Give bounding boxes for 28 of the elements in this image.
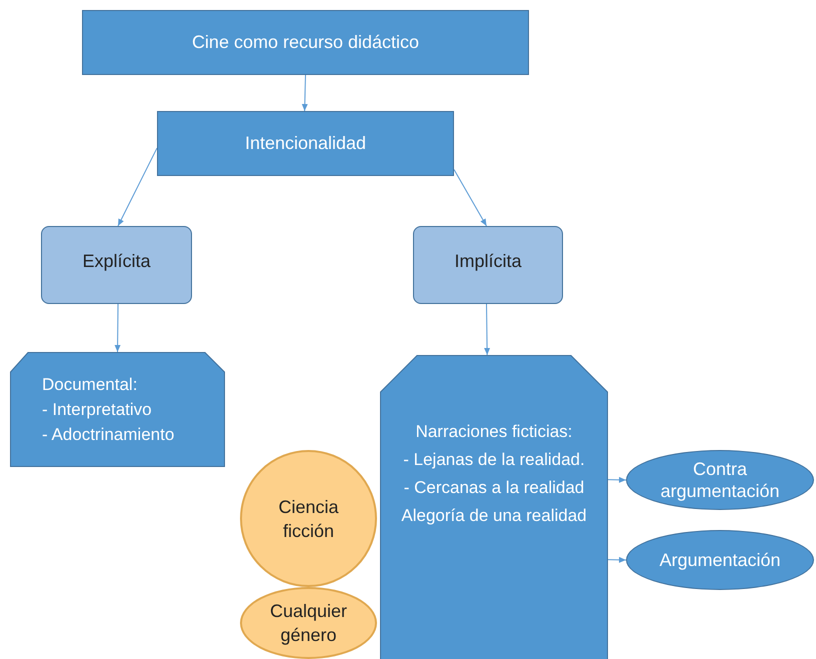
node-text: - Cercanas a la realidad <box>404 477 584 499</box>
arrow <box>608 476 626 483</box>
node-text: Intencionalidad <box>244 132 366 155</box>
node-text: - Lejanas de la realidad. <box>403 449 585 471</box>
node-text: Cualquier género <box>268 600 348 647</box>
list-box <box>380 355 608 659</box>
process-box <box>157 111 454 176</box>
arrow <box>484 304 490 356</box>
node-text: - Interpretativo <box>42 399 152 421</box>
node-text: - Adoctrinamiento <box>42 424 174 446</box>
node-text: Explícita <box>82 250 151 273</box>
node-text: Documental: <box>42 374 138 396</box>
node-text: Cine como recurso didáctico <box>192 31 420 54</box>
arrow <box>302 74 308 112</box>
node-text: Alegoría de una realidad <box>401 505 587 527</box>
node-text: Argumentación <box>658 549 782 571</box>
arrow <box>608 556 626 563</box>
node-text: Narraciones ficticias: <box>416 421 572 443</box>
arrow <box>454 169 487 226</box>
node-text: Contra argumentación <box>659 458 781 502</box>
arrow <box>118 148 158 226</box>
list-box <box>10 352 225 467</box>
category-box <box>41 226 192 304</box>
node-text: Ciencia ficción <box>277 496 340 542</box>
arrow <box>114 304 121 352</box>
title-box <box>82 10 529 75</box>
node-text: Implícita <box>454 250 522 273</box>
category-box <box>413 226 563 304</box>
